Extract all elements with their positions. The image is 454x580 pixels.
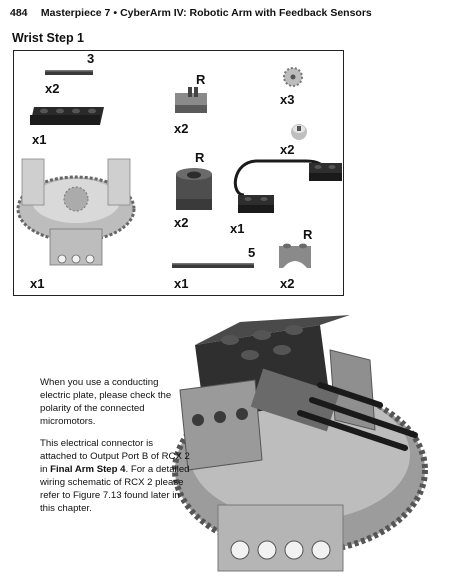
motor-icon — [176, 168, 213, 211]
tile-icon — [175, 87, 208, 114]
step-title: Wrist Step 1 — [12, 31, 85, 45]
plate-icon — [30, 107, 105, 126]
axle-icon — [45, 70, 94, 76]
gear-icon — [283, 67, 304, 88]
chapter-title: CyberArm IV: Robotic Arm with Feedback S… — [120, 7, 372, 19]
bush-icon — [291, 124, 308, 141]
tile-quantity-label: x2 — [174, 121, 189, 136]
connector-note-text: This electrical connector is attached to… — [40, 438, 190, 475]
connector-quantity-label: x1 — [230, 221, 245, 236]
callout-note: When you use a conducting electric plate… — [40, 376, 190, 524]
book-title: Masterpiece 7 — [40, 7, 111, 19]
axle-length-label: 3 — [87, 51, 95, 66]
brick-r-marker: R — [303, 227, 313, 242]
turntable-icon — [16, 159, 136, 266]
polarity-note: When you use a conducting electric plate… — [40, 377, 172, 427]
brick-icon — [179, 349, 376, 471]
connector-note: This electrical connector is attached to… — [40, 437, 190, 515]
axle-quantity-label: x2 — [45, 81, 60, 96]
page-number: 484 — [10, 7, 28, 19]
axle-length-label: 5 — [248, 245, 256, 260]
brick-icon — [279, 244, 312, 269]
brick-quantity-label: x2 — [280, 276, 295, 291]
axle-quantity-label: x1 — [174, 276, 189, 291]
final-arm-step-reference: Final Arm Step 4 — [50, 464, 126, 475]
plate-quantity-label: x1 — [32, 132, 47, 147]
motor-r-marker: R — [195, 150, 205, 165]
gear-quantity-label: x3 — [280, 92, 295, 107]
turntable-quantity-label: x1 — [30, 276, 45, 291]
motor-quantity-label: x2 — [174, 215, 189, 230]
tile-r-marker: R — [196, 72, 206, 87]
header-separator: • — [113, 7, 118, 19]
parts-list: 3 x2 x1 R x2 x3 x2 R x2 x1 x1 5 x1 R x2 — [13, 50, 344, 296]
bush-quantity-label: x2 — [280, 142, 295, 157]
connector-cable-icon — [234, 159, 343, 214]
parts-illustration — [16, 67, 343, 269]
motor-icon — [250, 368, 418, 451]
connector-note-text-end: . For a detailed wiring schematic of RCX… — [40, 464, 190, 514]
axle-icon — [172, 263, 255, 269]
running-header: 484 Masterpiece 7•CyberArm IV: Robotic A… — [10, 7, 444, 23]
